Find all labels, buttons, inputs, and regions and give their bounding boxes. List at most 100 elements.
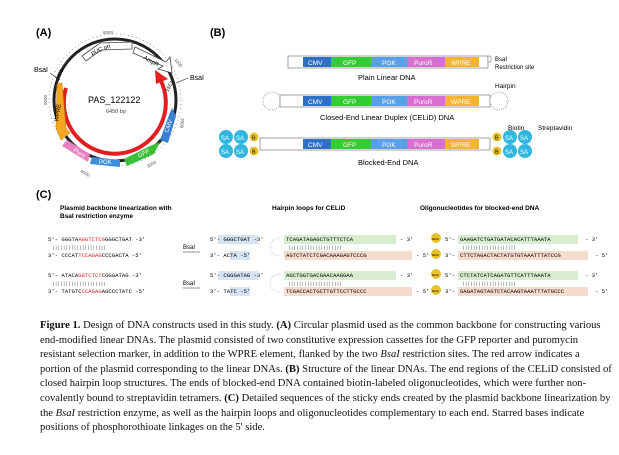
cmv-label: CMV xyxy=(164,119,174,134)
oligo-highlight-1b xyxy=(458,251,588,260)
plasmid-name: PAS_122122 xyxy=(88,95,140,105)
oligo-1-bot-pre: 3'- xyxy=(445,252,455,259)
position-5000: 5000 xyxy=(43,94,48,105)
position-4000: 4000 xyxy=(80,169,92,179)
celid-dna: CMV GFP PGK PuroR WPRE xyxy=(262,91,509,111)
cut-top-b: 5'- CGGGATAG -3' xyxy=(210,272,264,279)
restriction-site-label: Restriction site xyxy=(495,65,535,71)
blocked-end-dna: SA SA SA SA B B CMV GFP PGK PuroR WPRE B… xyxy=(219,130,532,158)
cmv-feature xyxy=(160,108,176,143)
sa-left-4 xyxy=(234,144,248,158)
wpre-text: WPRE xyxy=(451,60,471,67)
sa-text: SA xyxy=(236,150,244,156)
position-3000: 3000 xyxy=(146,159,158,169)
puc-ori-feature xyxy=(81,41,133,62)
gfp-label: GFP xyxy=(137,149,151,160)
caption-intro: Design of DNA constructs used in this st… xyxy=(83,320,274,331)
wpre-segment-2 xyxy=(445,96,479,106)
puror-text-2: PuroR xyxy=(414,99,433,106)
pgk-text-2: PGK xyxy=(382,99,396,106)
plain-linear-dna: CMV GFP PGK PuroR WPRE xyxy=(287,55,492,69)
biotin-oligo-2 xyxy=(431,249,441,259)
puror-segment xyxy=(407,57,445,67)
hairpin-label: Hairpin xyxy=(495,83,516,90)
figure-number: Figure 1. xyxy=(40,320,81,331)
position-1557: 1557 xyxy=(165,80,176,93)
plasmid-size: 6450 bp xyxy=(106,109,126,115)
seq-top-b: 5'- ATACAGGTCTCTCGGGATAG -3' xyxy=(48,272,142,279)
oligo-2-top-pre: 5'- xyxy=(445,272,455,279)
seq-top-a: 5'- GGGTAAGGTCTCGGGGCTGAT -3' xyxy=(48,236,145,243)
caption-a-text-2: restriction sites. The red arrow indicat… xyxy=(40,349,580,375)
pgk-segment-2 xyxy=(371,96,407,106)
oligo-highlight-2a xyxy=(458,271,578,280)
caption-bsai-italic: BsaI xyxy=(380,349,400,361)
b-text: B xyxy=(495,150,499,156)
hairpin-1-bot: AGTCTATCTCGACAAAGAGTCCCG xyxy=(286,252,367,259)
position-2000: 2000 xyxy=(179,118,185,129)
wpre-label: WPRE xyxy=(54,104,63,123)
seq-bot-b: 3'- TATGTCCCAGAGAGCCCTATC -5' xyxy=(48,288,145,295)
pgk-feature xyxy=(90,157,120,167)
oligo-2-bot-end: - 5' xyxy=(595,288,608,295)
col1-title-1: Plasmid backbone linearization with xyxy=(60,205,172,212)
hairpin-right xyxy=(489,91,509,111)
sa-text: SA xyxy=(236,136,244,142)
sa-text: SA xyxy=(520,136,528,142)
hairpin-highlight-1a xyxy=(284,235,396,244)
streptavidin-label: Streptavidin xyxy=(538,125,573,132)
bond-bars: |||||||||||||||||||| xyxy=(462,281,516,287)
hairpin-2-top: AGCTGGTGACGAACAAGGAA xyxy=(286,272,354,279)
oligo-highlight-2b xyxy=(458,287,588,296)
cut-bot-b: 3'- TATC -5' xyxy=(210,288,250,295)
cut-highlight-b2 xyxy=(230,287,250,296)
hairpin-highlight-1b xyxy=(284,251,412,260)
caption-c-text: Detailed sequences of the sticky ends cr… xyxy=(40,392,611,419)
cmv-text-3: CMV xyxy=(308,142,323,149)
hairpin-2-bot-end: - 5' xyxy=(416,288,429,295)
position-6000: 6000 xyxy=(103,30,114,35)
plain-linear-title: Plain Linear DNA xyxy=(358,73,416,82)
oligo-1-top-end: - 3' xyxy=(585,236,598,243)
bsai-arrow-label-a: BsaI xyxy=(183,245,195,251)
pgk-label: PGK xyxy=(99,160,112,166)
oligo-1-bot: CTTCTAGACTACTATGTGTAAATTTATCCG xyxy=(460,252,561,259)
bond-bars: |||||||||||||||||||| xyxy=(288,281,342,287)
gfp-segment-3 xyxy=(331,139,371,149)
bsai-left-pointer xyxy=(49,72,61,81)
hairpin-2-top-end: - 3' xyxy=(400,272,413,279)
wpre-segment xyxy=(445,57,479,67)
biotin-right-1 xyxy=(492,132,502,142)
oligo-2-bot: GAGATAGTAGTCTACAAGTAAATTTATGCCC xyxy=(460,288,565,295)
biotin-oligo-1 xyxy=(431,233,441,243)
linear-portion-arrow xyxy=(61,78,168,156)
pgk-text: PGK xyxy=(382,60,396,67)
puro-feature xyxy=(62,140,90,162)
pgk-segment xyxy=(371,57,407,67)
sa-left-1 xyxy=(219,130,233,144)
puror-text: PuroR xyxy=(414,60,433,67)
cmv-segment-3 xyxy=(303,139,331,149)
seq-bot-a: 3'- CCCATTCCAGAGCCCGACTA -5' xyxy=(48,252,142,259)
panel-a-label: (A) xyxy=(36,27,52,39)
biotin-label: Biotin xyxy=(508,125,525,132)
oligo-biotin-text: Biotin xyxy=(432,237,439,241)
ampr-feature xyxy=(132,46,173,74)
wpre-segment-3 xyxy=(445,139,479,149)
sa-right-2 xyxy=(518,130,532,144)
caption-b-text: Structure of the linear DNAs. The end re… xyxy=(40,363,612,404)
caption-a-text: Circular plasmid used as the common back… xyxy=(40,320,601,361)
gfp-text: GFP xyxy=(343,60,356,67)
cut-highlight-a2 xyxy=(230,251,250,260)
bsai-right-label: BsaI xyxy=(190,75,204,82)
oligo-biotin-text: Biotin xyxy=(432,253,439,257)
sa-text: SA xyxy=(505,150,513,156)
hairpin-2-bot: TCGACCACTGCTTGTTCCTTGCCC xyxy=(286,288,367,295)
col1-title-2: BsaI restriction enzyme xyxy=(60,213,133,220)
oligo-biotin-text: Biotin xyxy=(432,273,439,277)
wpre-text-3: WPRE xyxy=(451,142,471,149)
cmv-text: CMV xyxy=(308,60,323,67)
plasmid-tick-ring xyxy=(48,33,182,167)
oligo-1-bot-end: - 5' xyxy=(595,252,608,259)
pgk-segment-3 xyxy=(371,139,407,149)
